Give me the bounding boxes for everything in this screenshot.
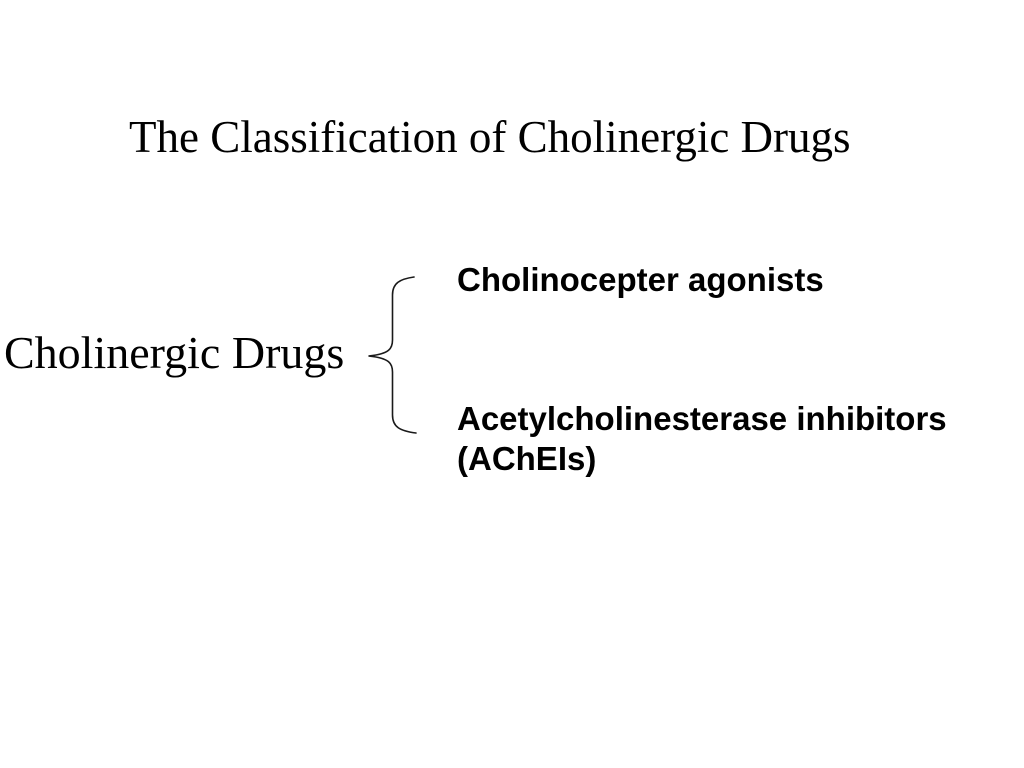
- root-label-cholinergic-drugs: Cholinergic Drugs: [4, 327, 345, 378]
- branch-line: (AChEIs): [457, 440, 597, 477]
- branch-cholinocepter-agonists: Cholinocepter agonists: [457, 260, 824, 300]
- slide-title: The Classification of Cholinergic Drugs: [129, 112, 851, 162]
- left-brace-path: [368, 276, 417, 434]
- left-brace-icon: [368, 276, 417, 434]
- branch-line: Acetylcholinesterase inhibitors: [457, 400, 947, 437]
- branch-acetylcholinesterase-inhibitors: Acetylcholinesterase inhibitors (AChEIs): [457, 399, 947, 479]
- branch-line: Cholinocepter agonists: [457, 261, 824, 298]
